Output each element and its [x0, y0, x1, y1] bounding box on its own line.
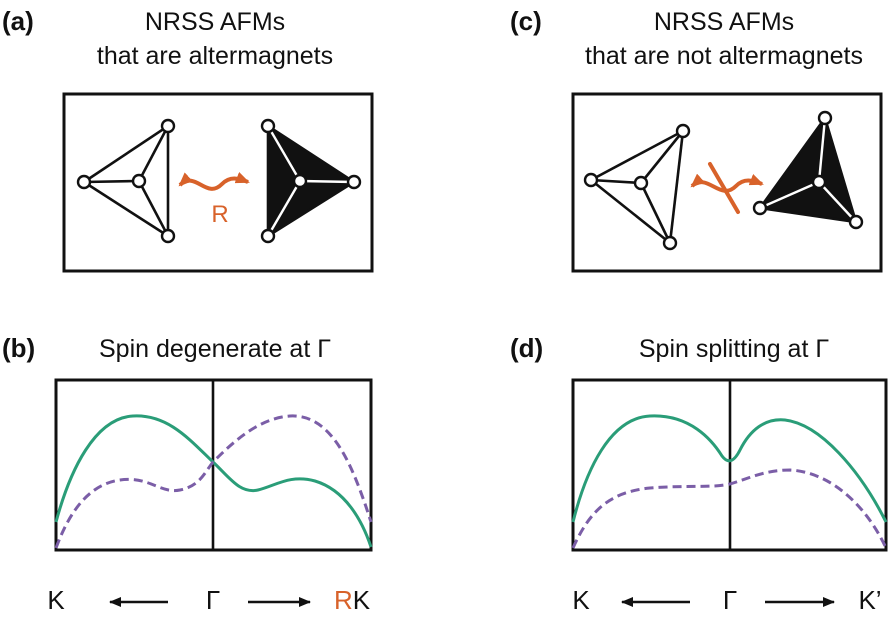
filled-tetrahedron — [260, 118, 362, 244]
panel-c-title-line2: that are not altermagnets — [585, 42, 863, 70]
panel-b-spin-up-band — [54, 414, 373, 548]
panel-a-title-line1: NRSS AFMs — [145, 8, 285, 36]
open-tetrahedron-vertices — [76, 118, 176, 244]
panel-c-label: (c) — [510, 6, 542, 36]
panel-d-title: Spin splitting at Γ — [639, 335, 829, 363]
rotation-arrow — [178, 171, 250, 191]
panel-b-title: Spin degenerate at Γ — [99, 335, 331, 363]
panel-b-k-right-prefix: R — [334, 585, 353, 615]
panel-d: (d) Spin splitting at Γ K Γ K’ — [510, 333, 888, 615]
panel-b-k-left: K — [47, 585, 65, 615]
open-tetrahedron — [83, 124, 170, 238]
panel-d-k-left: K — [572, 585, 590, 615]
panel-d-label: (d) — [510, 333, 543, 363]
panel-b-spin-down-band — [54, 414, 373, 549]
panel-b-k-right-label: RK — [334, 585, 371, 615]
panel-d-k-right: K’ — [858, 585, 881, 615]
forbidden-rotation-arrow — [690, 162, 764, 214]
operation-label: R — [211, 201, 228, 228]
panel-b: (b) Spin degenerate at Γ K Γ RK — [2, 333, 373, 615]
tilted-filled-tetrahedron — [752, 110, 864, 230]
panel-b-k-center: Γ — [206, 585, 220, 615]
panel-c: (c) NRSS AFMs that are not altermagnets — [510, 6, 883, 273]
tilted-open-tetrahedron-vertices — [583, 123, 691, 251]
panel-a-label: (a) — [2, 6, 34, 36]
panel-a-title-line2: that are altermagnets — [97, 42, 333, 70]
panel-b-label: (b) — [2, 333, 35, 363]
panel-c-frame — [571, 92, 883, 273]
panel-c-title-line1: NRSS AFMs — [654, 8, 794, 36]
panel-d-spin-down-band — [571, 468, 888, 549]
panel-b-k-right: K — [353, 585, 371, 615]
panel-d-k-center: Γ — [723, 585, 737, 615]
panel-a-frame — [62, 92, 374, 273]
panel-a: (a) NRSS AFMs that are altermagnets R — [2, 6, 374, 273]
tilted-open-tetrahedron — [590, 129, 685, 245]
panel-d-spin-up-band — [571, 414, 888, 523]
